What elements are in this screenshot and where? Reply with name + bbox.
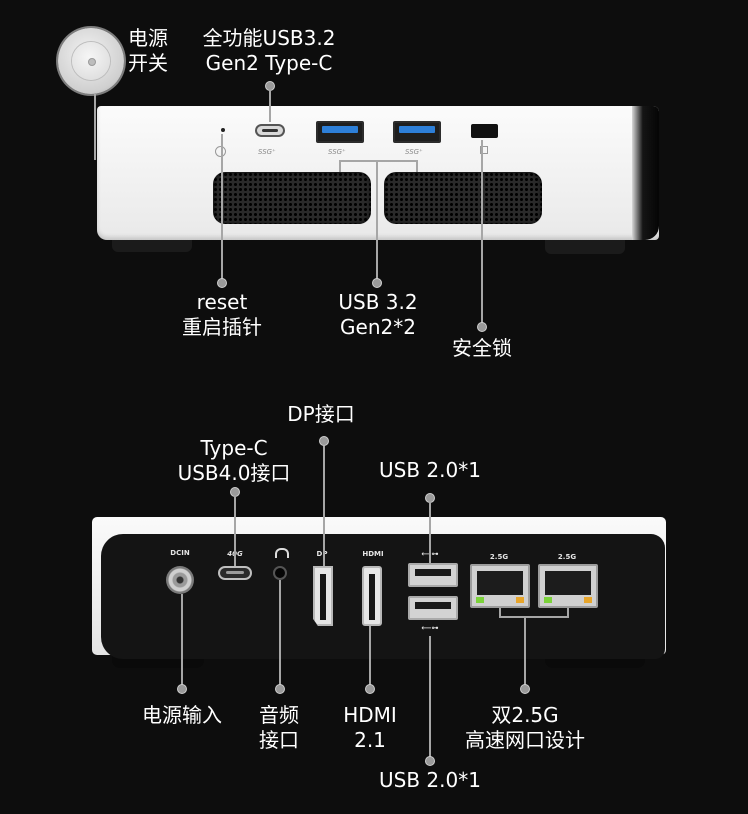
- label-usb20-top: USB 2.0*1: [379, 458, 481, 482]
- usb32-callout-dot: [372, 278, 382, 288]
- lan-right-led-green: [544, 597, 552, 603]
- label-reset-line1: reset: [196, 290, 248, 314]
- label-dp: DP接口: [287, 402, 355, 426]
- label-reset-line2: 重启插针: [182, 315, 262, 339]
- label-audio-line2: 接口: [259, 728, 299, 752]
- rear-usb2-port-bottom: [408, 596, 458, 620]
- front-left-foot: [112, 238, 192, 252]
- usbc-full-leader-line: [269, 90, 271, 122]
- lock-leader-line: [481, 140, 483, 324]
- lan-left-led-green: [476, 597, 484, 603]
- label-power-input: 电源输入: [142, 703, 222, 727]
- audio-leader-line: [279, 580, 281, 686]
- lan-left-led-orange: [516, 597, 524, 603]
- label-lan-line1: 双2.5G: [491, 703, 559, 727]
- front-usb-a-port-right: [393, 121, 441, 143]
- label-hdmi-line2: 2.1: [354, 728, 386, 752]
- hdmi-mark: HDMI: [362, 550, 384, 558]
- front-right-foot: [545, 238, 625, 254]
- label-usb32-line1: USB 3.2: [338, 290, 418, 314]
- label-lan-line2: 高速网口设计: [465, 728, 585, 752]
- label-hdmi: HDMI 2.1: [330, 703, 410, 753]
- audio-callout-dot: [275, 684, 285, 694]
- usb32-bracket-top: [339, 160, 418, 162]
- front-side-edge: [632, 106, 659, 240]
- dp-mark: DP: [316, 550, 328, 558]
- usb-bottom-mark: ⟵⊶: [421, 624, 439, 632]
- usb20-bottom-callout-dot: [425, 756, 435, 766]
- lan-callout-dot: [520, 684, 530, 694]
- hdmi-port: [362, 566, 382, 626]
- label-usb32-line2: Gen2*2: [340, 315, 416, 339]
- lan-right-mark: 2.5G: [557, 553, 577, 561]
- lan-left-mark: 2.5G: [489, 553, 509, 561]
- label-security-lock: 安全锁: [452, 336, 512, 360]
- reset-leader-line: [221, 134, 223, 280]
- reset-callout-dot: [217, 278, 227, 288]
- dcin-mark: DCIN: [170, 549, 190, 557]
- kensington-lock-slot: [471, 124, 498, 138]
- label-reset: reset 重启插针: [160, 290, 284, 340]
- power-in-callout-dot: [177, 684, 187, 694]
- label-power-switch: 电源 开关: [128, 26, 168, 76]
- label-hdmi-line1: HDMI: [343, 703, 397, 727]
- power-button-center-icon: [88, 58, 96, 66]
- usb20-top-leader-line: [429, 502, 431, 564]
- usb32-bracket-right: [416, 160, 418, 172]
- label-usb20-bottom: USB 2.0*1: [379, 768, 481, 792]
- hdmi-leader-line: [369, 626, 371, 686]
- rear-usb4-typec-port: [218, 566, 252, 580]
- lock-icon: [480, 146, 488, 154]
- label-audio-line1: 音频: [259, 703, 299, 727]
- usb20-bottom-leader-line: [429, 636, 431, 758]
- lan-bracket-right: [567, 608, 569, 618]
- front-usb-a-port-left: [316, 121, 364, 143]
- hdmi-callout-dot: [365, 684, 375, 694]
- label-usbc-full-function: 全功能USB3.2 Gen2 Type-C: [188, 26, 350, 76]
- usb32-bracket-left: [339, 160, 341, 172]
- lan-bracket-bottom: [499, 616, 569, 618]
- label-typec-usb4: Type-C USB4.0接口: [168, 436, 300, 486]
- label-power-switch-line2: 开关: [128, 51, 168, 75]
- audio-jack: [273, 566, 287, 580]
- front-panel: [97, 106, 659, 240]
- label-audio: 音频 接口: [244, 703, 314, 753]
- label-usb32: USB 3.2 Gen2*2: [320, 290, 436, 340]
- lan-bracket-left: [499, 608, 501, 618]
- ethernet-port-left: [470, 564, 530, 608]
- ethernet-port-right: [538, 564, 598, 608]
- dp-callout-dot: [319, 436, 329, 446]
- label-usbc-full-line1: 全功能USB3.2: [202, 26, 336, 50]
- dc-power-jack: [166, 566, 194, 594]
- power-in-leader-line: [181, 594, 183, 686]
- front-usbc-port: [255, 124, 285, 137]
- headphone-icon: [275, 548, 289, 558]
- rear-usb2-port-top: [408, 563, 458, 587]
- displayport-port: [313, 566, 333, 626]
- front-vent-grille-left: [213, 172, 371, 224]
- power-symbol-icon: [215, 146, 226, 157]
- lock-callout-dot: [477, 322, 487, 332]
- lan-right-led-orange: [584, 597, 592, 603]
- usb32-leader-line: [376, 160, 378, 280]
- front-usb-a-left-mark: SSG⁺: [328, 148, 346, 156]
- label-usbc-full-line2: Gen2 Type-C: [205, 51, 333, 75]
- typec-leader-line: [234, 496, 236, 566]
- label-typec-line1: Type-C: [200, 436, 268, 460]
- label-power-switch-line1: 电源: [128, 26, 168, 50]
- label-dual-lan: 双2.5G 高速网口设计: [452, 703, 598, 753]
- front-vent-grille-right: [384, 172, 542, 224]
- label-typec-line2: USB4.0接口: [177, 461, 291, 485]
- lan-leader-line: [524, 616, 526, 686]
- reset-pinhole: [221, 128, 225, 132]
- dp-leader-line: [323, 446, 325, 566]
- power-leader-line: [94, 94, 96, 160]
- front-usbc-mark: SSG⁺: [258, 148, 276, 156]
- front-usb-a-right-mark: SSG⁺: [405, 148, 423, 156]
